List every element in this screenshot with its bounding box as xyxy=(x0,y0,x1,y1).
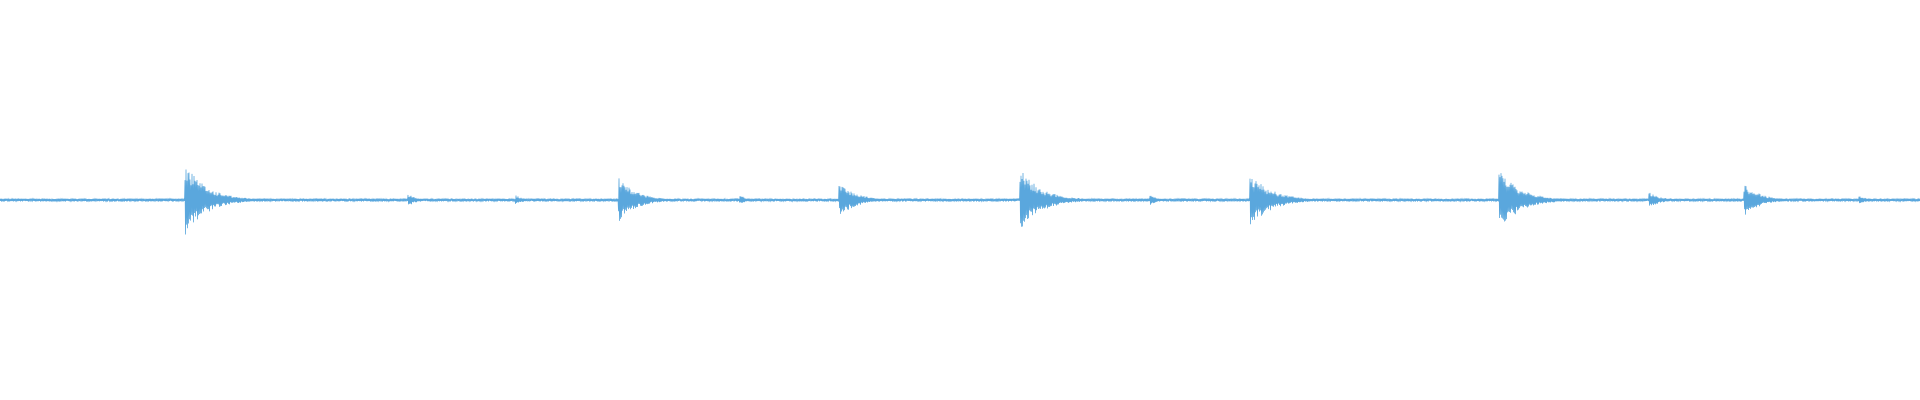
waveform-signal xyxy=(0,169,1920,235)
